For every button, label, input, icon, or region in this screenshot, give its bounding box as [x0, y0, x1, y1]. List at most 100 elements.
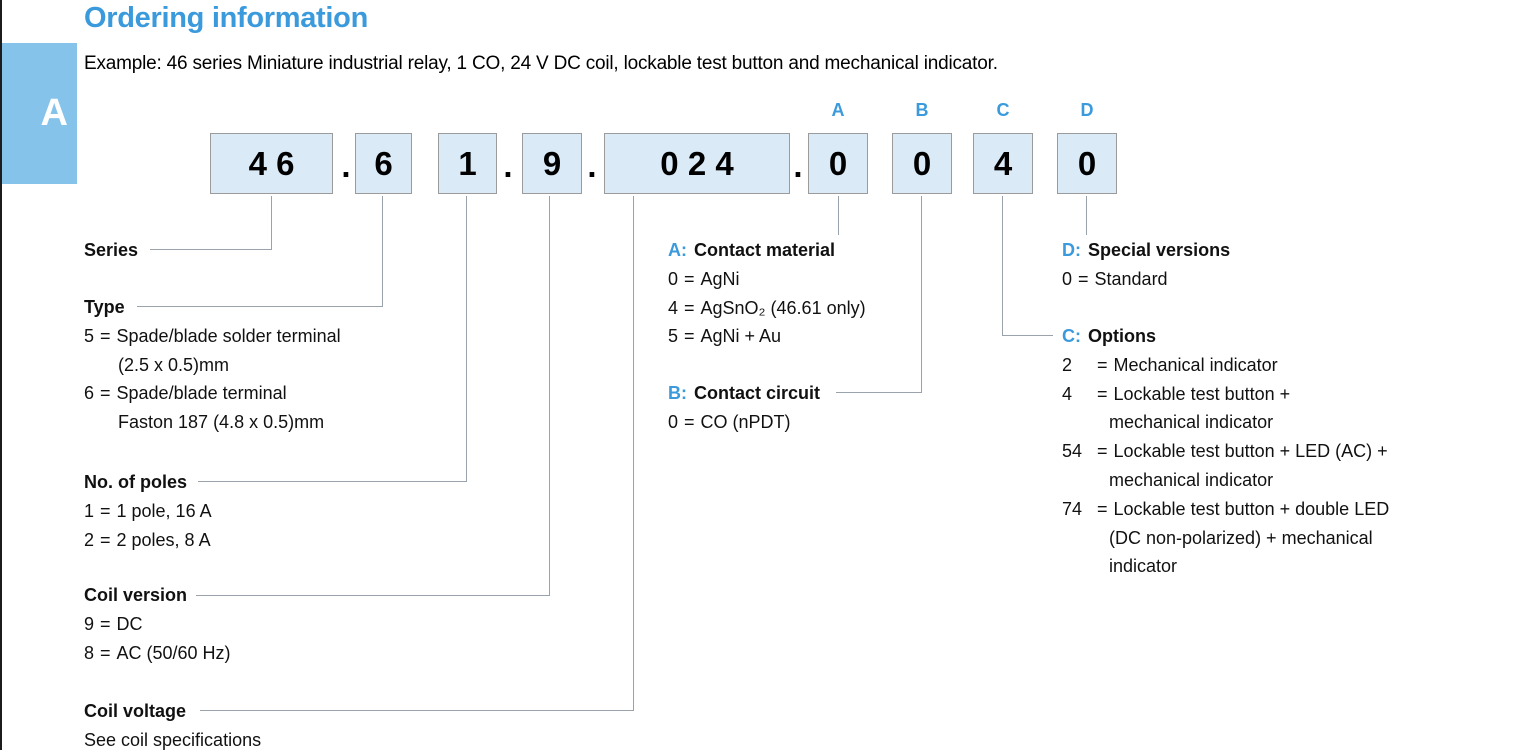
section-coil-voltage: Coil voltage See coil specifications [84, 697, 261, 755]
page-title: Ordering information [84, 2, 369, 34]
equals-sign: = [1097, 441, 1108, 462]
equals-sign: = [100, 613, 111, 634]
equals-sign: = [1078, 268, 1089, 289]
item-code: 5 [84, 325, 95, 346]
item-text: DC [116, 613, 143, 634]
code-box-special-versions: 0 [1057, 133, 1117, 194]
item-text: Mechanical indicator [1113, 354, 1278, 375]
column-tag-a: A [831, 100, 845, 120]
item-code: 5 [668, 326, 679, 347]
equals-sign: = [684, 297, 695, 318]
item-code: 74 [1062, 498, 1083, 519]
item-code: 0 [1062, 268, 1073, 289]
poles-item: 1=1 pole, 16 A [84, 497, 212, 526]
item-text: Spade/blade solder terminal [116, 325, 341, 346]
equals-sign: = [1097, 498, 1108, 519]
item-code: 1 [84, 500, 95, 521]
options-item: 54 =Lockable test button + LED (AC) + [1062, 437, 1389, 466]
code-box-type: 6 [355, 133, 412, 194]
separator-dot: . [341, 147, 351, 184]
example-text: Example: 46 series Miniature industrial … [84, 53, 998, 74]
section-letter: D: [1062, 240, 1081, 260]
item-text-cont: (2.5 x 0.5)mm [118, 354, 230, 375]
section-letter: A: [668, 240, 687, 260]
options-item: 2=Mechanical indicator [1062, 351, 1389, 380]
equals-sign: = [100, 325, 111, 346]
item-code: 4 [668, 297, 679, 318]
equals-sign: = [684, 326, 695, 347]
page-left-rule [0, 0, 2, 750]
section-special-versions-title: D: Special versions [1062, 236, 1230, 265]
section-letter: C: [1062, 326, 1081, 346]
item-code: 0 [668, 268, 679, 289]
section-title-text: Special versions [1088, 240, 1231, 260]
section-contact-material: A:Contact material 0=AgNi 4=AgSnO₂ (46.6… [668, 236, 866, 351]
section-title-text: Contact material [694, 240, 836, 260]
item-code: 2 [1062, 354, 1073, 375]
coil-voltage-note: See coil specifications [84, 729, 262, 750]
code-box-options: 4 [973, 133, 1033, 194]
section-contact-circuit: B:Contact circuit 0=CO (nPDT) [668, 379, 820, 437]
item-text: Lockable test button + LED (AC) + [1113, 441, 1388, 462]
coil-version-item: 8=AC (50/60 Hz) [84, 639, 231, 668]
item-text: Standard [1094, 268, 1168, 289]
type-item: 5=Spade/blade solder terminal [84, 322, 341, 351]
item-text-cont: (DC non-polarized) + mechanical [1109, 527, 1373, 548]
special-versions-item: 0=Standard [1062, 265, 1230, 294]
section-series: Series [84, 236, 138, 265]
separator-dot: . [503, 147, 513, 184]
section-coil-version: Coil version 9=DC 8=AC (50/60 Hz) [84, 581, 231, 667]
section-series-title: Series [84, 240, 139, 260]
item-text-cont: Faston 187 (4.8 x 0.5)mm [118, 412, 325, 433]
section-coil-version-title: Coil version [84, 585, 188, 605]
code-box-series: 4 6 [210, 133, 333, 194]
coil-version-item: 9=DC [84, 610, 231, 639]
section-poles: No. of poles 1=1 pole, 16 A 2=2 poles, 8… [84, 468, 212, 554]
equals-sign: = [100, 500, 111, 521]
connector-options [1002, 196, 1053, 336]
item-text-cont: mechanical indicator [1109, 412, 1274, 433]
section-type-title: Type [84, 297, 125, 317]
code-box-contact-material: 0 [808, 133, 868, 194]
separator-dot: . [587, 147, 597, 184]
code-box-coil-voltage: 0 2 4 [604, 133, 790, 194]
item-text-cont: mechanical indicator [1109, 469, 1274, 490]
section-coil-voltage-title: Coil voltage [84, 701, 187, 721]
section-special-versions: D: Special versions 0=Standard [1062, 236, 1230, 294]
equals-sign: = [100, 383, 111, 404]
item-text: Spade/blade terminal [116, 383, 287, 404]
equals-sign: = [100, 529, 111, 550]
item-code: 6 [84, 383, 95, 404]
poles-item: 2=2 poles, 8 A [84, 526, 212, 555]
contact-circuit-item: 0=CO (nPDT) [668, 408, 820, 437]
item-text: AC (50/60 Hz) [116, 642, 231, 663]
options-item: 4 =Lockable test button + [1062, 380, 1389, 409]
connector-series [150, 196, 272, 250]
item-code: 8 [84, 642, 95, 663]
item-code: 54 [1062, 441, 1083, 462]
section-options-title: C:Options [1062, 322, 1389, 351]
options-item: 74=Lockable test button + double LED [1062, 495, 1389, 524]
column-tag-c: C [996, 100, 1010, 120]
section-poles-title: No. of poles [84, 472, 187, 492]
equals-sign: = [684, 268, 695, 289]
column-tag-d: D [1080, 100, 1094, 120]
item-code: 0 [668, 411, 679, 432]
contact-material-item: 0=AgNi [668, 265, 866, 294]
code-box-poles: 1 [438, 133, 497, 194]
item-code: 9 [84, 613, 95, 634]
column-tag-b: B [915, 100, 929, 120]
connector-coil-voltage [200, 196, 634, 711]
section-tab-a: A [2, 43, 77, 184]
section-contact-circuit-title: B:Contact circuit [668, 379, 820, 408]
section-contact-material-title: A: Contact material [668, 236, 866, 265]
code-box-coil-version: 9 [522, 133, 582, 194]
item-code: 4 [1062, 383, 1073, 404]
separator-dot: . [793, 147, 803, 184]
equals-sign: = [100, 642, 111, 663]
equals-sign: = [1097, 383, 1108, 404]
type-item: 6=Spade/blade terminal [84, 379, 341, 408]
item-text: Lockable test button + [1113, 383, 1291, 404]
code-box-contact-circuit: 0 [892, 133, 952, 194]
